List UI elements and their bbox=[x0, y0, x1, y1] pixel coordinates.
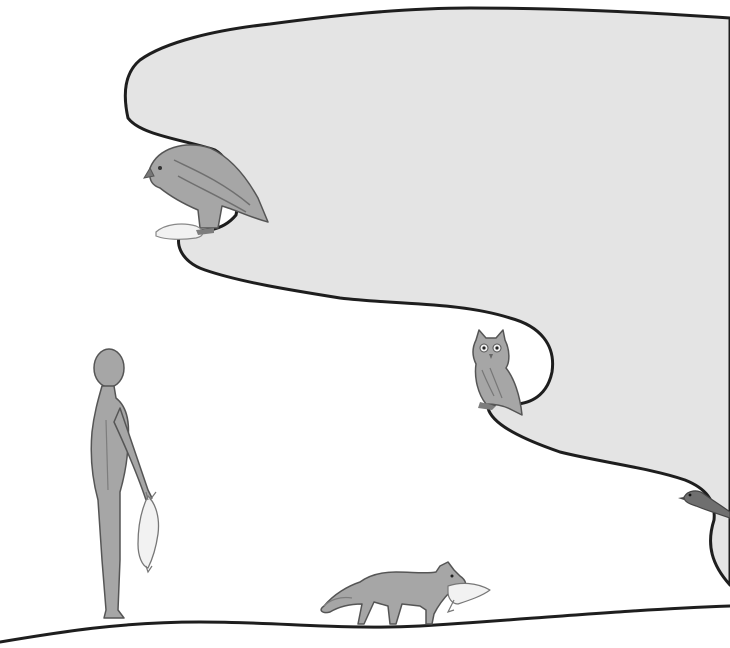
owl-icon bbox=[473, 330, 522, 415]
fox-icon bbox=[321, 562, 490, 624]
human-icon bbox=[91, 349, 152, 618]
hare-icon bbox=[138, 492, 159, 572]
rock-cliff bbox=[125, 8, 730, 585]
